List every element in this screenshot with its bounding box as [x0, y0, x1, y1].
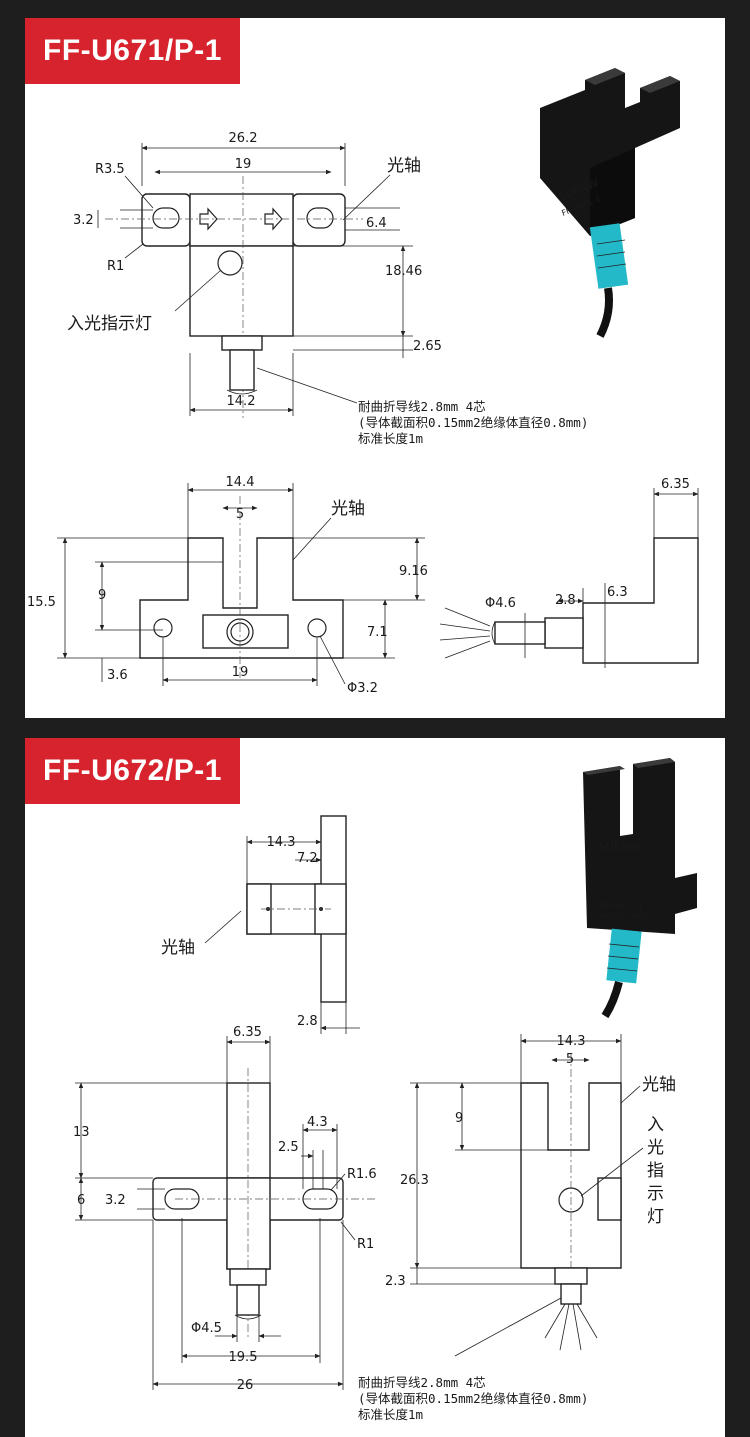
- dim-6-4: 6.4: [366, 216, 387, 231]
- front-view-u672: 14.3 5 9 26.3 2.3 光轴 入 光: [358, 1034, 676, 1422]
- label-indicator-3: 指: [647, 1161, 664, 1181]
- mount-hole-right: [307, 618, 327, 638]
- cable-note-2: (导体截面积0.15mm2绝缘体直径0.8mm): [358, 415, 588, 430]
- dim-6-35-side: 6.35: [233, 1025, 262, 1040]
- label-optical-axis-top: 光轴: [161, 938, 195, 958]
- side-view-u671: 6.35 Φ4.6 2.8 6.3: [439, 477, 699, 668]
- cable-note-1: 耐曲折导线2.8mm 4芯: [358, 399, 486, 414]
- dim-19: 19: [235, 157, 252, 172]
- dim-phi-3-2: Φ3.2: [347, 681, 378, 696]
- model-title: FF-U671/P-1: [25, 18, 240, 84]
- dim-9-16: 9.16: [399, 564, 428, 579]
- label-indicator-5: 灯: [647, 1207, 664, 1227]
- drawing-ff-u672: 14.3 7.2 光轴 2.8 6.35: [73, 758, 697, 1422]
- label-indicator-4: 示: [647, 1184, 664, 1204]
- dim-14-3-front: 14.3: [557, 1034, 586, 1049]
- panel-ff-u672: FF-U672/P-1 14.3 7.2 光轴: [25, 738, 725, 1437]
- cable-note-672-2: (导体截面积0.15mm2绝缘体直径0.8mm): [358, 1391, 588, 1406]
- model-title: FF-U672/P-1: [25, 738, 240, 804]
- dim-9: 9: [98, 588, 106, 603]
- dim-14-2: 14.2: [227, 394, 256, 409]
- dim-r1: R1: [107, 259, 124, 274]
- dim-5-front: 5: [566, 1052, 574, 1067]
- front-body: [139, 537, 344, 659]
- indicator-led: [217, 250, 243, 276]
- mount-ear-right: [292, 193, 346, 247]
- cable-note-672-3: 标准长度1m: [358, 1407, 423, 1422]
- dim-3-6: 3.6: [107, 668, 128, 683]
- dim-2-65: 2.65: [413, 339, 442, 354]
- dim-26: 26: [237, 1378, 254, 1393]
- label-indicator-2: 光: [647, 1138, 664, 1158]
- product-ce-u672: MADE IN CHINA: [600, 914, 648, 921]
- dim-4-3: 4.3: [307, 1115, 328, 1130]
- sensor-arm: [189, 193, 294, 247]
- dim-15-5: 15.5: [27, 595, 56, 610]
- dim-6: 6: [77, 1193, 85, 1208]
- label-indicator-1: 入: [647, 1115, 664, 1135]
- dim-r1-672: R1: [357, 1237, 374, 1252]
- dim-r3-5: R3.5: [95, 162, 125, 177]
- dim-19-5: 19.5: [229, 1350, 258, 1365]
- dim-phi-4-5: Φ4.5: [191, 1321, 222, 1336]
- dim-26-2: 26.2: [229, 131, 258, 146]
- top-view-u671: 26.2 19 3.2: [67, 131, 588, 446]
- dim-6-3: 6.3: [607, 585, 628, 600]
- cable-stub: [229, 349, 255, 391]
- product-image-u671: SUENW FF-U671-1: [540, 68, 680, 338]
- dim-3-2: 3.2: [73, 213, 94, 228]
- label-optical-axis-front-672: 光轴: [642, 1075, 676, 1095]
- dim-19-pitch: 19: [232, 665, 249, 680]
- product-model-u672: FF-U672-1: [602, 901, 643, 910]
- product-brand-u672: SUENW: [599, 840, 640, 853]
- side-body: [582, 537, 699, 664]
- product-image-u672: SUENW FF-U672-1 MADE IN CHINA: [583, 758, 697, 1019]
- label-optical-axis: 光轴: [387, 156, 421, 176]
- mount-ear-left: [141, 193, 191, 247]
- cable-note-3: 标准长度1m: [358, 431, 423, 446]
- slot-left: [152, 207, 180, 229]
- slot-right: [306, 207, 334, 229]
- dim-2-8: 2.8: [555, 593, 576, 608]
- dim-13: 13: [73, 1125, 90, 1140]
- side-view-u672: 6.35 13 6 3.2 4: [73, 1025, 377, 1393]
- side-collar: [544, 617, 584, 649]
- dim-2-8-thick: 2.8: [297, 1014, 318, 1029]
- dim-r1-6: R1.6: [347, 1167, 377, 1182]
- dim-6-35: 6.35: [661, 477, 690, 492]
- dim-26-3: 26.3: [400, 1173, 429, 1188]
- dim-9-front: 9: [455, 1111, 463, 1126]
- front-view-u671: 14.4 5 15.5 9 3.6 19: [27, 475, 428, 696]
- panel-ff-u671: FF-U671/P-1 26.2 19: [25, 18, 725, 718]
- top-view-u672: 14.3 7.2 光轴 2.8: [161, 815, 360, 1034]
- dim-3-2-side: 3.2: [105, 1193, 126, 1208]
- dim-2-3: 2.3: [385, 1274, 406, 1289]
- label-optical-axis-front: 光轴: [331, 499, 365, 519]
- dim-7-2: 7.2: [297, 851, 318, 866]
- dim-14-4: 14.4: [226, 475, 255, 490]
- dim-14-3-top: 14.3: [267, 835, 296, 850]
- side-cable: [494, 621, 546, 645]
- lead-collar: [221, 335, 263, 351]
- dim-phi-4-6: Φ4.6: [485, 596, 516, 611]
- cable-note-672-1: 耐曲折导线2.8mm 4芯: [358, 1375, 486, 1390]
- dim-7-1: 7.1: [367, 625, 388, 640]
- drawing-ff-u671: 26.2 19 3.2: [27, 68, 699, 696]
- side-collar-672: [229, 1268, 267, 1286]
- dim-2-5: 2.5: [278, 1140, 299, 1155]
- label-indicator: 入光指示灯: [67, 314, 152, 334]
- dim-18-46: 18.46: [385, 264, 422, 279]
- mount-hole-left: [153, 618, 173, 638]
